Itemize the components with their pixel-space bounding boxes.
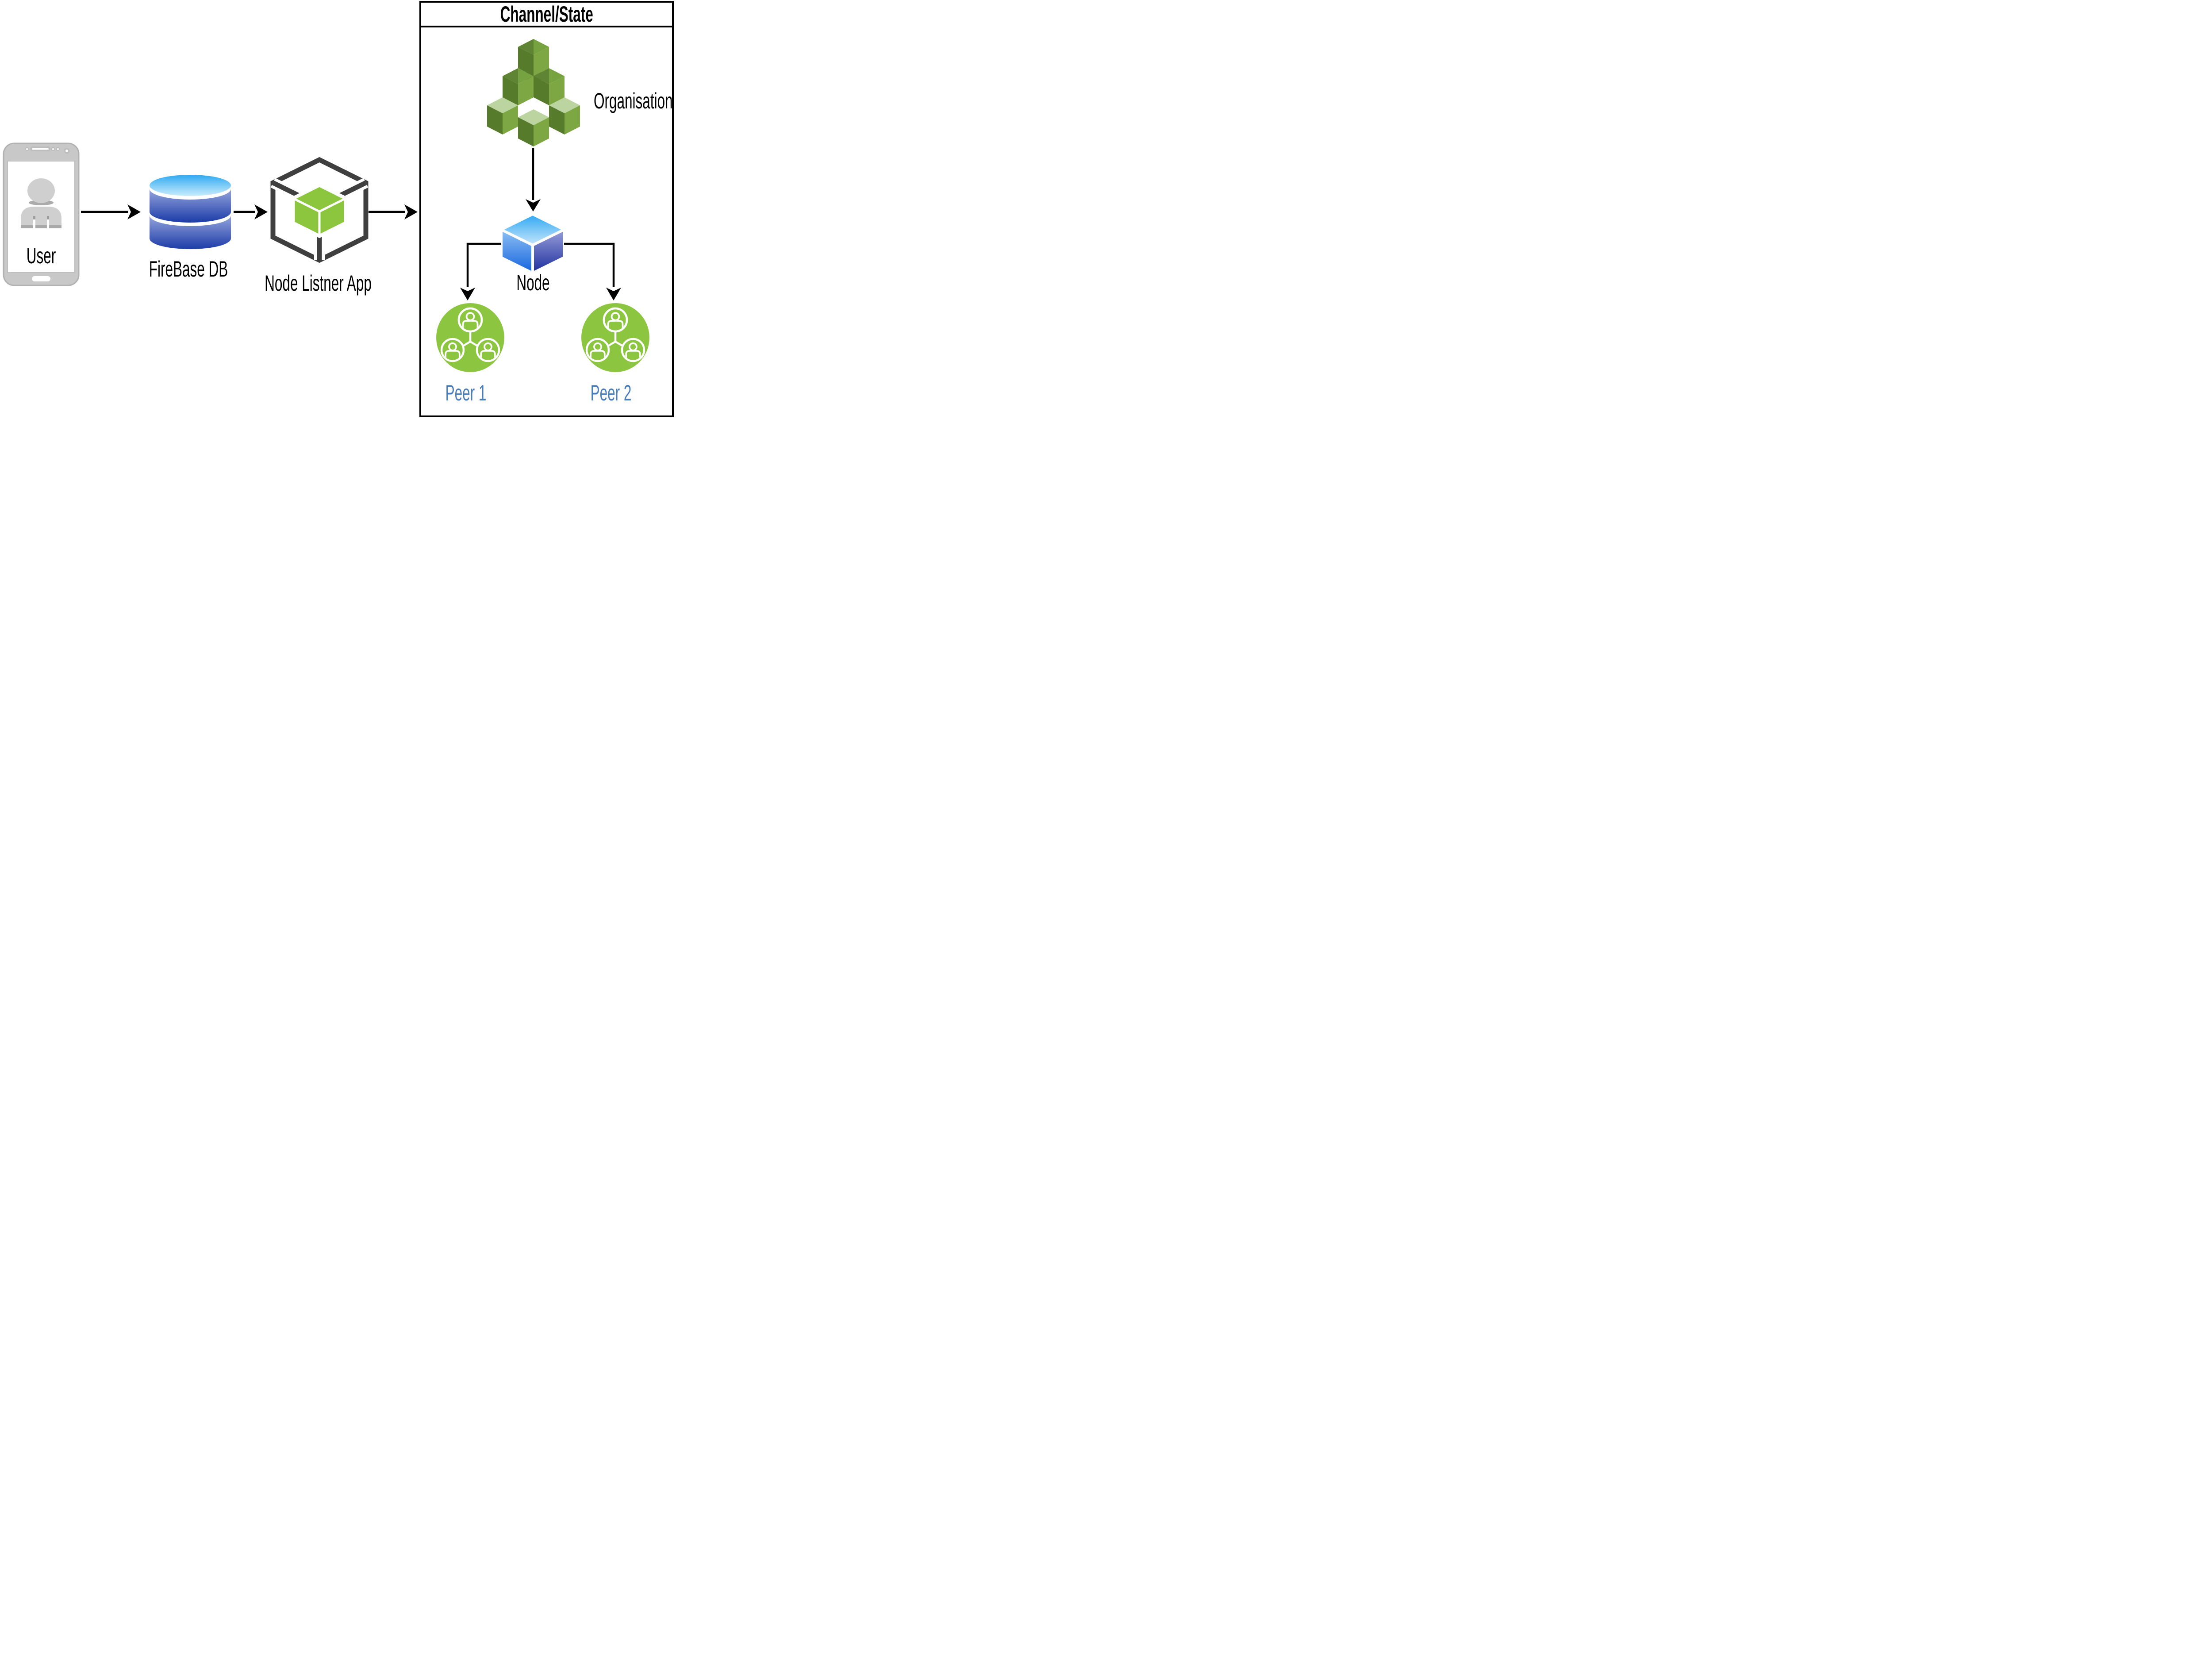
channel-state-title: Channel/State — [500, 2, 593, 27]
phone-home-button — [32, 276, 50, 281]
channel-state-box: Channel/State — [419, 1, 674, 417]
node-label: Node — [516, 270, 550, 295]
channel-state-title-band: Channel/State — [421, 3, 672, 27]
node-listener-app-label: Node Listner App — [265, 271, 372, 296]
database-cylinder-icon — [150, 175, 231, 249]
user-label: User — [26, 243, 56, 268]
user-silhouette-icon — [21, 178, 61, 228]
firebase-db-label: FireBase DB — [149, 257, 228, 281]
arrow-listener-to-channel-box — [369, 204, 418, 219]
phone-camera — [64, 148, 70, 154]
phone-speaker — [30, 146, 50, 151]
green-cube-icon — [291, 185, 348, 238]
arrow-firebase-to-listener — [234, 204, 268, 219]
diagram-canvas: Channel/State — [0, 0, 676, 419]
phone-sensor-dot — [25, 147, 29, 151]
organisation-label: Organisation — [594, 88, 673, 113]
arrow-user-to-firebase — [81, 204, 141, 219]
peer2-label: Peer 2 — [590, 381, 632, 405]
peer1-label: Peer 1 — [445, 381, 487, 405]
wireframe-cube-icon — [270, 157, 369, 263]
